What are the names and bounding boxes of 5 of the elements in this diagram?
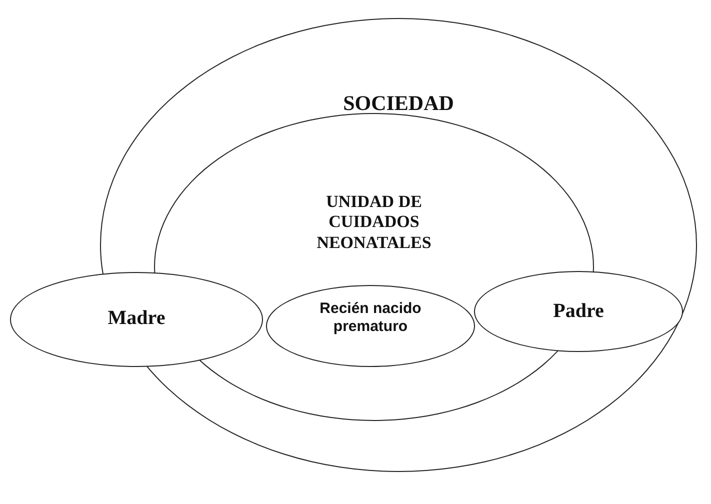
ellipse-label: SOCIEDAD (342, 91, 455, 116)
ellipse-label: UNIDAD DE CUIDADOS NEONATALES (316, 192, 432, 254)
ellipse-label: Madre (106, 306, 166, 330)
ellipse-label: Padre (552, 299, 605, 323)
ellipse-label: Recién nacido prematuro (318, 300, 422, 336)
